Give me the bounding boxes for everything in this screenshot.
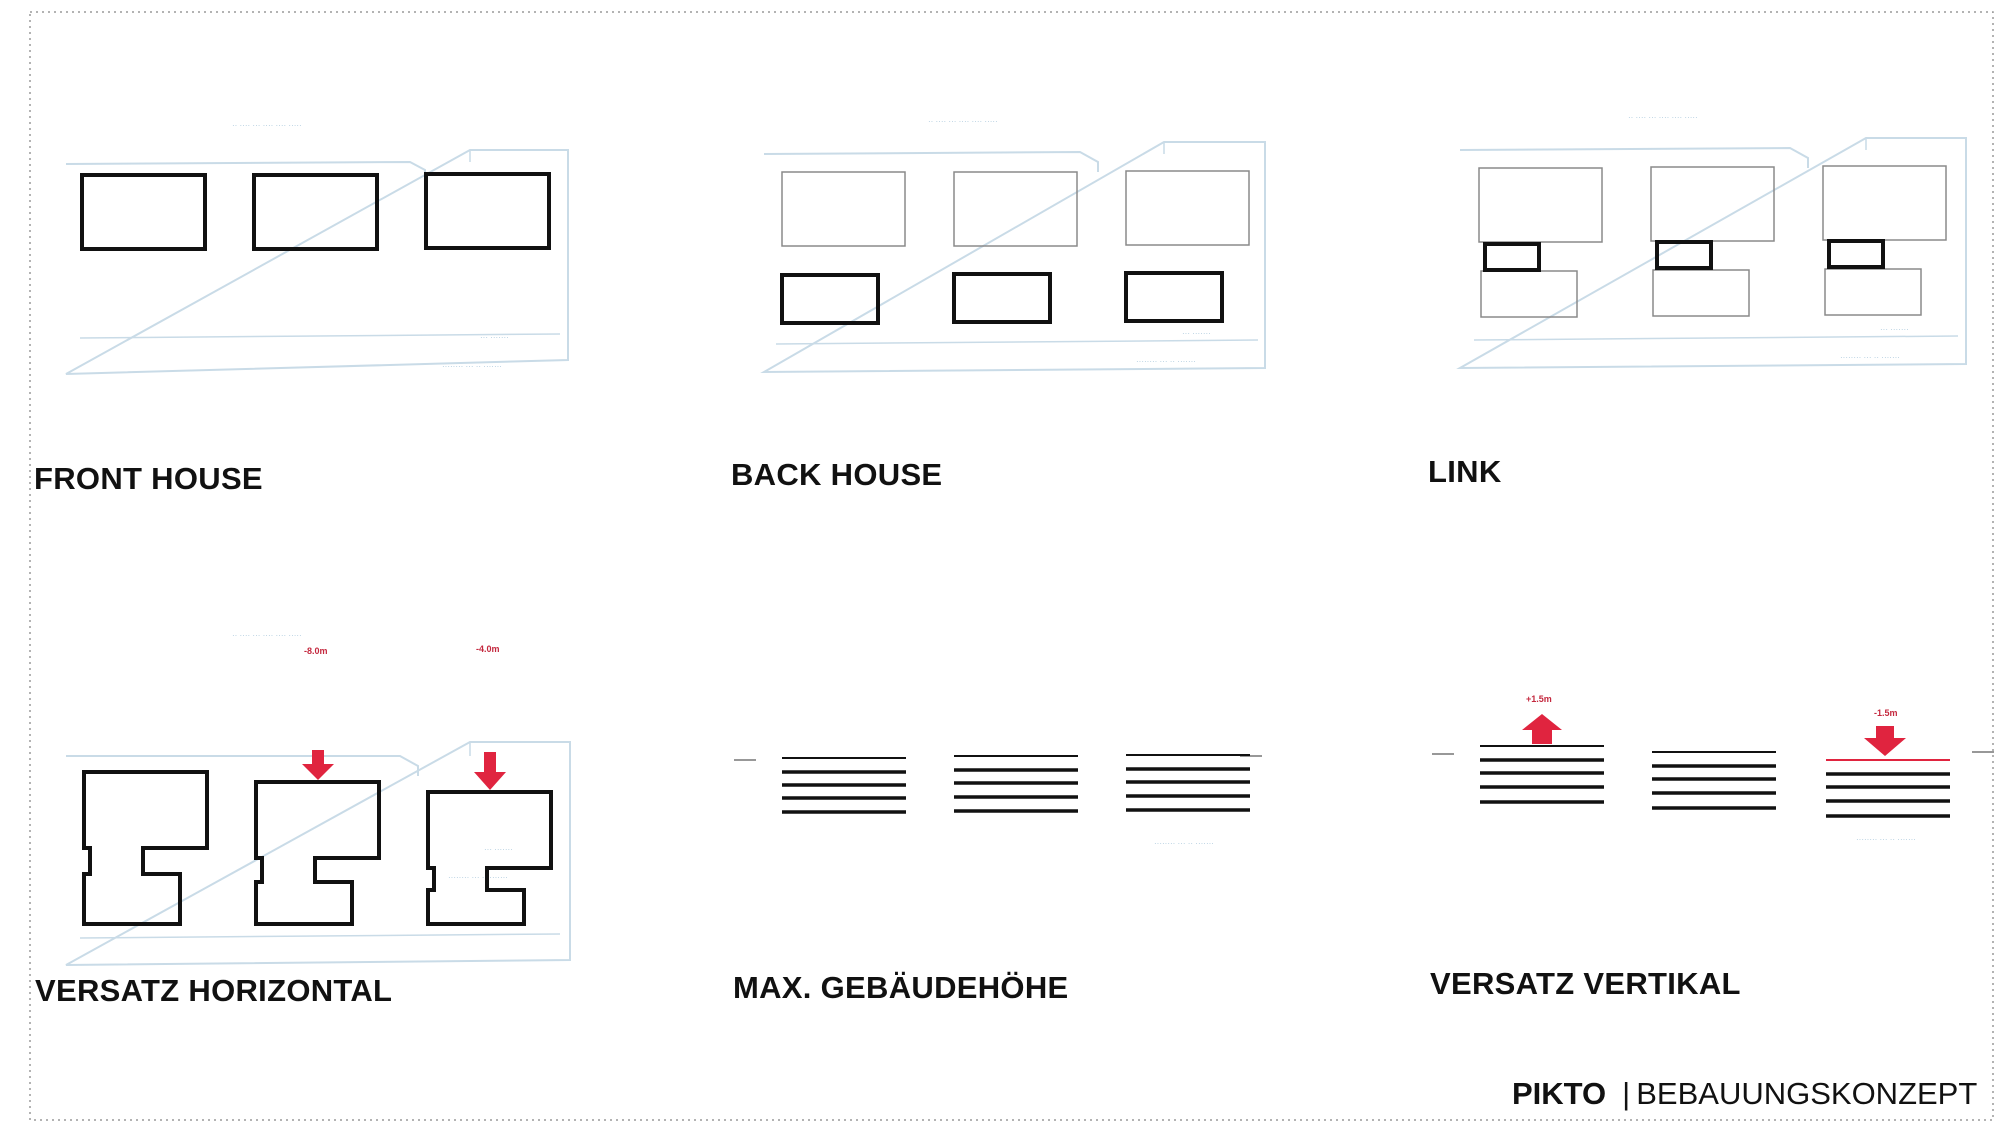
svg-text:·· ···· ··· ···· ···· ·····: ·· ···· ··· ···· ···· ····· (232, 121, 302, 130)
svg-text:·· ···· ··· ···· ···· ·····: ·· ···· ··· ···· ···· ····· (928, 117, 998, 126)
svg-text:··· ·······: ··· ······· (1880, 325, 1909, 334)
context-block (781, 171, 906, 247)
offset-label: -4.0m (476, 644, 500, 654)
context-block (953, 171, 1078, 247)
context-block (1652, 269, 1750, 317)
arrow-down-icon (302, 750, 334, 780)
context-block (1125, 170, 1250, 246)
svg-text:·· ···· ··· ···· ···· ·····: ·· ···· ··· ···· ···· ····· (1628, 113, 1698, 122)
stepped-building (426, 790, 553, 926)
back-house-plan: ·· ···· ··· ···· ···· ····· ··· ······· … (760, 117, 1266, 374)
svg-text:········ ··· ·· ·······: ········ ··· ·· ······· (1856, 835, 1916, 844)
stepped-building (82, 770, 209, 926)
label-versatz-horizontal: VERSATZ HORIZONTAL (35, 973, 393, 1008)
arrow-down-icon (474, 752, 506, 790)
offset-label: -8.0m (304, 646, 328, 656)
floor-stack (1652, 751, 1776, 810)
floor-stack (1826, 759, 1950, 818)
arrow-up-icon (1522, 714, 1562, 744)
label-back-house: BACK HOUSE (731, 457, 943, 492)
footer-pikto: PIKTO (1512, 1076, 1607, 1111)
footer-title: PIKTO |BEBAUUNGSKONZEPT (1512, 1076, 1977, 1112)
link-block (1827, 239, 1885, 269)
svg-text:··· ·······: ··· ······· (484, 845, 513, 854)
floor-stack (1126, 754, 1250, 812)
label-front-house: FRONT HOUSE (34, 461, 263, 496)
versatz-vertikal-section: ········ ··· ·· ······· +1.5m -1.5m (1432, 694, 1994, 844)
link-plan: ·· ···· ··· ···· ···· ····· ··· ······· … (1456, 113, 1967, 370)
context-block (1650, 166, 1775, 242)
building-block (1124, 271, 1224, 323)
floor-stack (782, 757, 906, 814)
footer-bebauungskonzept: BEBAUUNGSKONZEPT (1636, 1076, 1978, 1111)
footer-separator: | (1622, 1076, 1631, 1111)
svg-text:········ ··· ·· ·······: ········ ··· ·· ······· (1136, 357, 1196, 366)
label-link: LINK (1428, 454, 1502, 489)
building-block (252, 173, 379, 251)
offset-label: +1.5m (1526, 694, 1552, 704)
building-block (424, 172, 551, 250)
context-block (1822, 165, 1947, 241)
svg-text:········ ··· ·· ·······: ········ ··· ·· ······· (1840, 353, 1900, 362)
versatz-horizontal-plan: ·· ···· ··· ···· ···· ····· ··· ······· … (65, 631, 571, 966)
link-block (1483, 242, 1541, 272)
building-block (80, 173, 207, 251)
arrow-down-icon (1864, 726, 1906, 756)
svg-text:········ ··· ·· ·······: ········ ··· ·· ······· (442, 362, 502, 371)
svg-text:········ ··· ·· ·······: ········ ··· ·· ······· (448, 873, 508, 882)
offset-label: -1.5m (1874, 708, 1898, 718)
floor-stack (1480, 745, 1604, 804)
front-house-plan: ·· ···· ··· ···· ···· ····· ··· ······· … (65, 121, 569, 375)
building-block (780, 273, 880, 325)
svg-text:··· ·······: ··· ······· (1182, 329, 1211, 338)
svg-text:·· ···· ··· ···· ···· ·····: ·· ···· ··· ···· ···· ····· (232, 631, 302, 640)
context-block (1824, 268, 1922, 316)
label-max-gebaeudehoehe: MAX. GEBÄUDEHÖHE (733, 970, 1069, 1005)
building-block (952, 272, 1052, 324)
sheet-border (29, 11, 1994, 1121)
link-block (1655, 240, 1713, 270)
max-gebaeudehoehe-section: ········ ··· ·· ······· (734, 754, 1262, 848)
stepped-building (254, 780, 381, 926)
floor-stack (954, 755, 1078, 813)
svg-text:········ ··· ·· ·······: ········ ··· ·· ······· (1154, 839, 1214, 848)
context-block (1478, 167, 1603, 243)
label-versatz-vertikal: VERSATZ VERTIKAL (1430, 966, 1741, 1001)
svg-text:··· ·······: ··· ······· (480, 333, 509, 342)
